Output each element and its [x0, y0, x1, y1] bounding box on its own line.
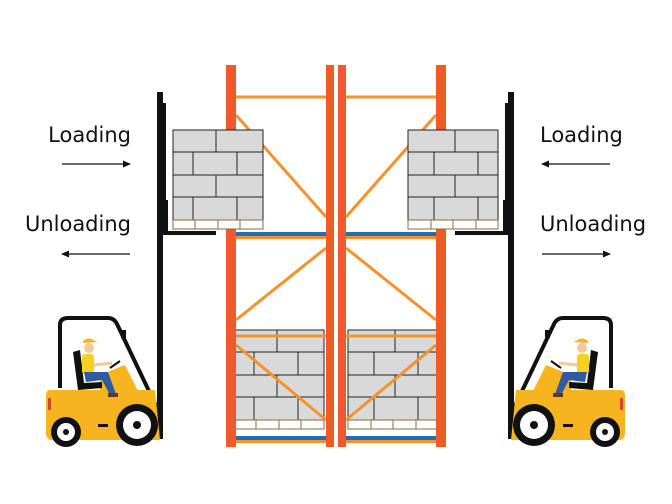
rack-bay-right: [338, 65, 446, 447]
arrow-right-icon: [542, 250, 611, 258]
left-loading-label: Loading: [48, 123, 131, 147]
rack-bay-left: [226, 65, 334, 447]
arrow-left-icon: [61, 250, 130, 258]
arrow-left-icon: [541, 160, 610, 168]
left-unloading-label: Unloading: [25, 212, 131, 236]
right-loading-label: Loading: [540, 123, 623, 147]
storage-rack: [226, 65, 446, 447]
right-unloading-label: Unloading: [540, 212, 646, 236]
arrow-right-icon: [62, 160, 131, 168]
